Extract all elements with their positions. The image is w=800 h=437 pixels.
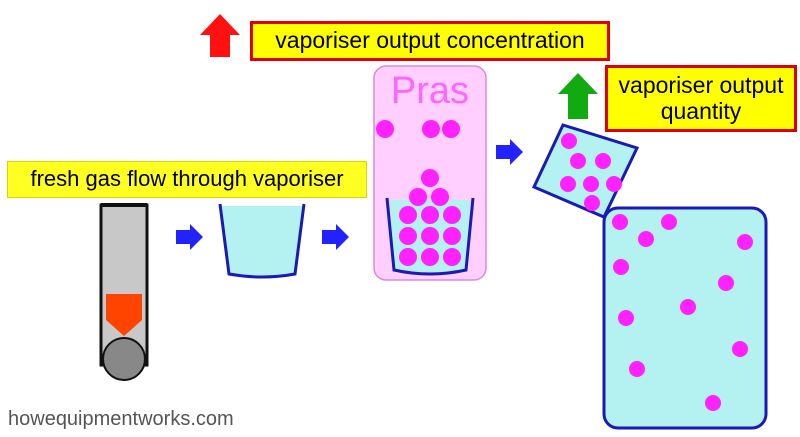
flowmeter-base-ball bbox=[102, 337, 146, 381]
right-arrow-icon bbox=[496, 139, 523, 165]
molecule bbox=[680, 299, 696, 315]
output-molecules bbox=[612, 214, 753, 411]
concentration-up-arrow-icon bbox=[200, 14, 240, 57]
molecule bbox=[732, 341, 748, 357]
molecule bbox=[399, 206, 417, 224]
tilted-cup-molecules bbox=[560, 133, 622, 211]
empty-cup-outline bbox=[218, 203, 306, 279]
chamber-vapour-molecules bbox=[376, 120, 460, 138]
pras-label: Pras bbox=[390, 70, 470, 112]
molecule bbox=[561, 133, 577, 149]
quantity-label: vaporiser output quantity bbox=[605, 65, 797, 132]
right-arrow-icon bbox=[322, 224, 349, 250]
molecule bbox=[570, 153, 586, 169]
molecule bbox=[421, 206, 439, 224]
concentration-label: vaporiser output concentration bbox=[250, 21, 610, 61]
molecule bbox=[661, 214, 677, 230]
empty-cup-liquid bbox=[222, 206, 302, 276]
molecule bbox=[443, 248, 461, 266]
molecule bbox=[584, 195, 600, 211]
molecule bbox=[399, 248, 417, 266]
molecule bbox=[421, 227, 439, 245]
molecule bbox=[421, 248, 439, 266]
fresh-gas-flow-label: fresh gas flow through vaporiser bbox=[7, 161, 367, 198]
molecule bbox=[409, 188, 427, 206]
molecule bbox=[629, 361, 645, 377]
molecule bbox=[376, 120, 394, 138]
molecule bbox=[705, 395, 721, 411]
molecule bbox=[618, 310, 634, 326]
molecule bbox=[421, 169, 439, 187]
chamber-liquid-molecules bbox=[399, 169, 461, 266]
molecule bbox=[422, 120, 440, 138]
flowmeter-bobbin-icon bbox=[106, 294, 142, 336]
molecule bbox=[737, 234, 753, 250]
molecule bbox=[606, 176, 622, 192]
site-credit: howequipmentworks.com bbox=[8, 408, 234, 430]
molecule bbox=[612, 214, 628, 230]
molecule bbox=[583, 176, 599, 192]
molecule bbox=[431, 188, 449, 206]
molecule bbox=[595, 153, 611, 169]
molecule bbox=[443, 206, 461, 224]
flow-arrows bbox=[176, 139, 523, 250]
quantity-up-arrow-icon bbox=[558, 73, 598, 119]
molecule bbox=[560, 176, 576, 192]
molecule bbox=[443, 227, 461, 245]
molecule bbox=[399, 227, 417, 245]
molecule bbox=[613, 259, 629, 275]
molecule bbox=[718, 275, 734, 291]
chamber-cup-outline bbox=[385, 197, 475, 276]
molecule bbox=[442, 120, 460, 138]
right-arrow-icon bbox=[176, 224, 203, 250]
output-container bbox=[602, 206, 768, 430]
molecule bbox=[638, 231, 654, 247]
